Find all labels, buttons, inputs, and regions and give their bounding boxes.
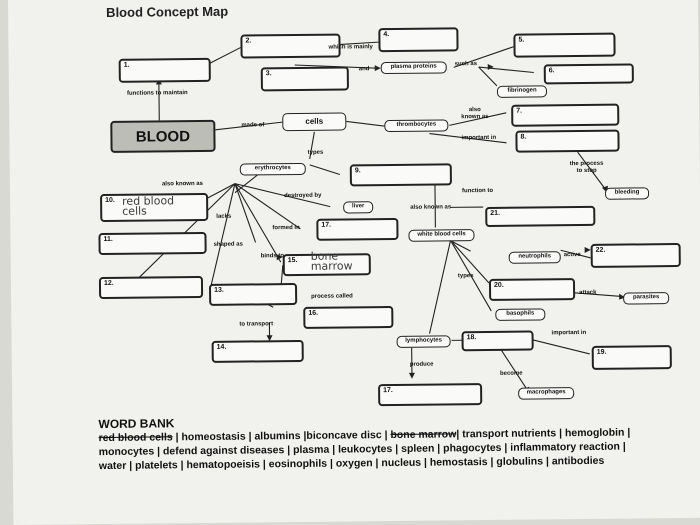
link-important-in-top: important in <box>461 134 497 142</box>
box-number: 22. <box>595 246 606 254</box>
node-cells: cells <box>282 112 347 132</box>
link-important-in-bottom: important in <box>551 329 587 337</box>
link-made-of: made of <box>241 122 265 129</box>
answer-box-21[interactable]: 21. <box>485 205 596 228</box>
node-plasma-proteins: plasma proteins <box>380 61 447 75</box>
box-number: 17. <box>321 221 332 229</box>
node-parasites: parasites <box>623 292 670 305</box>
box-number: 19. <box>596 348 607 356</box>
link-types-mid: types <box>457 273 474 280</box>
answer-box-16[interactable]: 16. <box>303 305 394 329</box>
answer-box-13[interactable]: 13. <box>208 282 298 306</box>
answer-box-7[interactable]: 7. <box>511 103 620 127</box>
link-functions-to-maintain: functions to maintain <box>126 90 188 97</box>
node-bleeding: bleeding <box>604 187 650 200</box>
box-number: 6. <box>548 67 555 75</box>
node-macrophages: macrophages <box>518 387 575 400</box>
box-number: 14. <box>216 343 227 351</box>
box-number: 3. <box>265 70 272 78</box>
link-to-transport: to transport <box>239 321 274 328</box>
node-fibrinogen: fibrinogen <box>496 85 548 98</box>
answer-box-11[interactable]: 11. <box>98 231 207 256</box>
box-number: 10. <box>105 196 115 204</box>
link-and: and <box>358 66 370 73</box>
answer-box-5[interactable]: 5. <box>513 32 616 58</box>
box-number: 7. <box>516 107 523 115</box>
box-number: 15. <box>287 256 298 265</box>
link-lacks: lacks <box>216 213 232 220</box>
node-thrombocytes: thrombocytes <box>384 119 449 133</box>
box-number: 16. <box>308 309 319 317</box>
box-number: 12. <box>103 279 114 288</box>
answer-box-1[interactable]: 1. <box>118 57 211 83</box>
box-number: 21. <box>490 209 501 217</box>
link-process-called: process called <box>311 293 353 300</box>
box-number: 20. <box>493 281 504 289</box>
link-binds-to: binds to <box>260 253 285 260</box>
word-bank-struck-1: red blood cells <box>98 431 173 445</box>
box-number: 17. <box>383 386 393 395</box>
box-number: 13. <box>214 286 224 294</box>
node-erythrocytes: erythrocytes <box>239 162 306 176</box>
link-also-known-as-left: also known as <box>161 180 203 188</box>
link-such-as: such as <box>454 61 478 68</box>
answer-box-12[interactable]: 12. <box>98 275 204 300</box>
link-function-to: function to <box>461 187 494 195</box>
connector-lines <box>135 41 626 394</box>
link-also-known-as-mid: also known as <box>410 204 452 211</box>
box-number: 5. <box>518 36 525 44</box>
node-neutrophils: neutrophils <box>508 251 561 264</box>
box-number: 9. <box>354 167 361 175</box>
answer-box-18[interactable]: 18. <box>461 330 534 352</box>
answer-box-20[interactable]: 20. <box>488 278 576 301</box>
box-number: 8. <box>520 133 527 141</box>
link-the-process-to-stop: the process to stop <box>569 160 604 175</box>
answer-box-14[interactable]: 14. <box>211 339 304 363</box>
center-node-blood: BLOOD <box>110 119 216 153</box>
box-number: 18. <box>466 334 477 342</box>
node-basophils: basophils <box>495 308 546 321</box>
box-number: 11. <box>103 235 113 244</box>
node-lymphocytes: lymphocytes <box>396 335 451 348</box>
link-also-known-as-top: also known as <box>461 107 489 121</box>
box-number: 2. <box>245 37 252 45</box>
node-white-blood-cells: white blood cells <box>408 229 475 242</box>
word-bank-text-2: | transport nutrients | hemoglobin | <box>456 426 631 441</box>
answer-box-17-top[interactable]: 17. <box>316 217 399 241</box>
answer-box-19[interactable]: 19. <box>591 345 672 370</box>
word-bank-text-1: | homeostasis | albumins |biconcave disc… <box>172 429 391 444</box>
handwritten-answer-10: red blood cells <box>122 194 175 218</box>
answer-box-17-bottom[interactable]: 17. <box>378 383 483 407</box>
link-formed-in: formed in <box>272 224 300 232</box>
answer-box-22[interactable]: 22. <box>590 242 681 268</box>
answer-box-3[interactable]: 3. <box>260 66 349 92</box>
answer-box-9[interactable]: 9. <box>349 163 452 187</box>
link-produce: produce <box>409 361 434 368</box>
link-which-is-mainly: which is mainly <box>328 44 373 51</box>
box-number: 4. <box>383 31 390 39</box>
answer-box-4[interactable]: 4. <box>378 27 459 53</box>
answer-box-6[interactable]: 6. <box>543 63 634 85</box>
node-liver: liver <box>343 201 374 214</box>
word-bank-title: WORD BANK <box>98 416 175 432</box>
page-title: Blood Concept Map <box>106 3 229 20</box>
box-number: 1. <box>123 61 130 69</box>
answer-box-2[interactable]: 2. <box>240 33 341 59</box>
handwritten-answer-15: bone marrow <box>310 249 353 273</box>
link-types-top: types <box>307 149 324 156</box>
link-active: active <box>563 252 581 259</box>
link-shaped-as: shaped as <box>213 241 243 248</box>
link-become: become <box>499 370 523 377</box>
link-destroyed-by: destroyed by <box>284 192 322 200</box>
word-bank-struck-2: bone marrow <box>390 428 457 442</box>
link-attack: attack <box>579 289 597 297</box>
worksheet: Blood Concept Map BLOOD 1. 2. 3. 4. 5. 6… <box>8 0 700 525</box>
answer-box-8[interactable]: 8. <box>515 129 620 153</box>
